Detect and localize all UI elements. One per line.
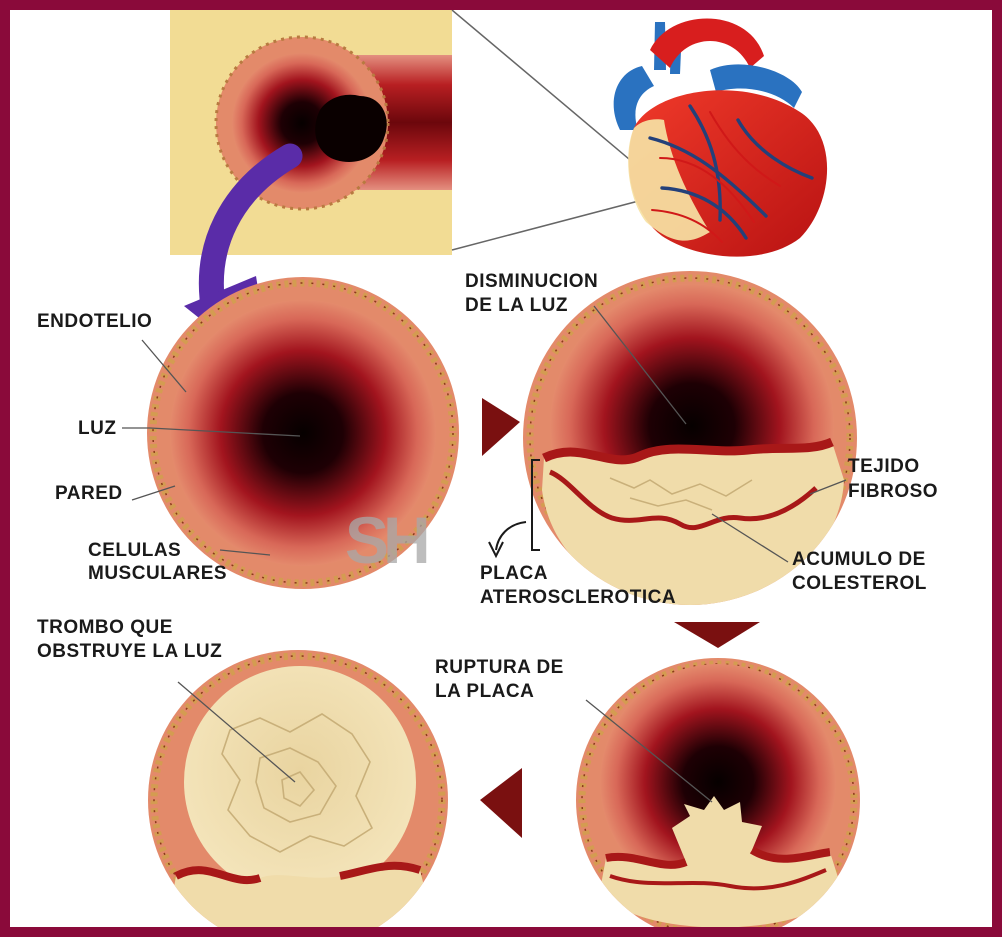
- label-placa-line1: PLACA: [480, 562, 548, 585]
- label-celulas-line1: CELULAS: [88, 539, 181, 562]
- occluded-artery: [148, 650, 448, 927]
- label-ruptura-line2: LA PLACA: [435, 680, 534, 703]
- label-tejido-line1: TEJIDO: [848, 455, 920, 478]
- label-luz: LUZ: [78, 417, 116, 440]
- label-endotelio: ENDOTELIO: [37, 310, 152, 333]
- label-acumulo-line1: ACUMULO DE: [792, 548, 926, 571]
- label-trombo-line1: TROMBO QUE: [37, 616, 173, 639]
- step-arrow-left: [480, 768, 522, 838]
- label-ruptura-line1: RUPTURA DE: [435, 656, 564, 679]
- placa-bracket: [489, 460, 540, 556]
- atherosclerosis-diagram: [10, 10, 992, 927]
- label-pared: PARED: [55, 482, 123, 505]
- label-disminucion-line2: DE LA LUZ: [465, 294, 568, 317]
- step-arrow-down: [674, 622, 760, 648]
- heart-illustration: [614, 18, 827, 256]
- label-placa-line2: ATEROSCLEROTICA: [480, 586, 676, 609]
- label-acumulo-line2: COLESTEROL: [792, 572, 927, 595]
- ruptured-artery: [576, 658, 860, 927]
- watermark: SH: [345, 502, 425, 578]
- step-arrow-right: [482, 398, 520, 456]
- label-disminucion-line1: DISMINUCION: [465, 270, 598, 293]
- artery-cutaway-panel: [170, 10, 452, 255]
- label-tejido-line2: FIBROSO: [848, 480, 938, 503]
- label-celulas-line2: MUSCULARES: [88, 562, 227, 585]
- diagram-frame: SH ENDOTELIO LUZ PARED CELULAS MUSCULARE…: [10, 10, 992, 927]
- label-trombo-line2: OBSTRUYE LA LUZ: [37, 640, 222, 663]
